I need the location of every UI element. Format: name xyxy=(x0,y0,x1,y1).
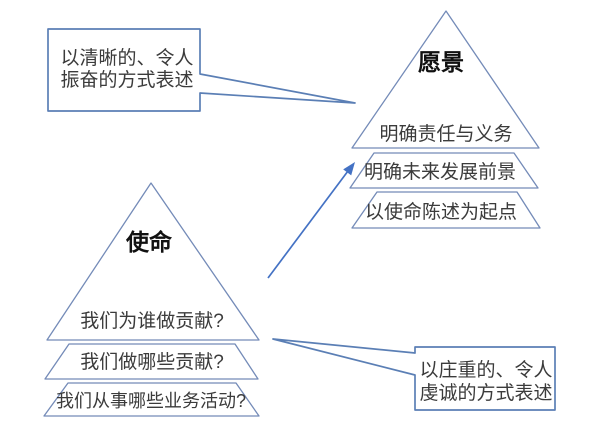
mission-title: 使命 xyxy=(125,229,173,255)
mission-callout-bubble xyxy=(272,338,556,411)
vision-pyramid: 愿景 明确责任与义务 明确未来发展前景 以使命陈述为起点 xyxy=(349,10,541,229)
mission-to-vision-arrow xyxy=(267,162,355,279)
vision-callout: 以清晰的、令人 振奋的方式表述 xyxy=(47,28,356,112)
mission-band-2 xyxy=(44,343,259,380)
arrow-shaft xyxy=(267,170,349,279)
vision-band-2 xyxy=(349,152,539,189)
vision-title: 愿景 xyxy=(418,49,464,75)
vision-level-1-label: 明确责任与义务 xyxy=(379,123,512,145)
vision-callout-bubble xyxy=(47,28,356,112)
vision-level-2-label: 明确未来发展前景 xyxy=(364,161,516,183)
vision-callout-line-2: 振奋的方式表述 xyxy=(60,69,193,91)
mission-level-2-label: 我们做哪些贡献? xyxy=(80,351,224,373)
mission-pyramid: 使命 我们为谁做贡献? 我们做哪些贡献? 我们从事哪些业务活动? xyxy=(43,182,260,417)
mission-level-1-label: 我们为谁做贡献? xyxy=(80,310,224,332)
mission-callout-line-1: 以庄重的、令人 xyxy=(419,359,552,381)
vision-level-3-label: 以使命陈述为起点 xyxy=(365,201,517,223)
arrow-head-icon xyxy=(343,162,355,176)
vision-callout-line-1: 以清晰的、令人 xyxy=(60,47,193,69)
mission-callout-line-2: 虔诚的方式表述 xyxy=(419,382,552,404)
mission-triangle-top xyxy=(46,182,260,341)
vision-band-3 xyxy=(351,191,541,229)
mission-callout: 以庄重的、令人 虔诚的方式表述 xyxy=(272,338,556,411)
vision-triangle-top xyxy=(351,10,540,149)
mission-level-3-label: 我们从事哪些业务活动? xyxy=(56,391,246,411)
mission-band-3 xyxy=(43,382,260,417)
